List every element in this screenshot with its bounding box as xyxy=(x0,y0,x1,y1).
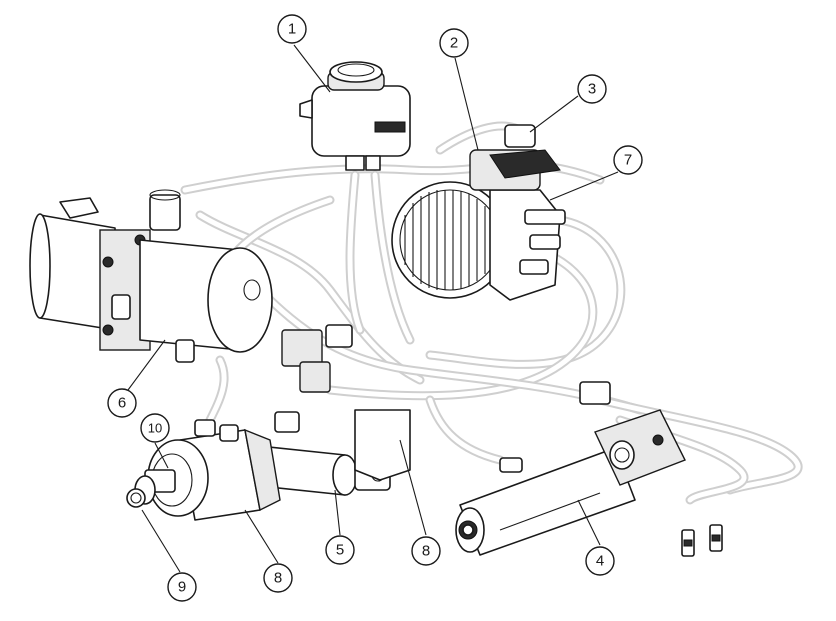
callout-9: 9 xyxy=(167,572,197,602)
callout-10-label: 10 xyxy=(148,421,162,436)
callout-3-label: 3 xyxy=(588,81,596,98)
callout-2-label: 2 xyxy=(450,35,458,52)
callout-6-label: 6 xyxy=(118,395,126,412)
callout-10: 10 xyxy=(140,413,170,443)
callout-1-label: 1 xyxy=(288,21,296,38)
electric-motor xyxy=(29,189,273,363)
leader-lines xyxy=(127,44,619,573)
callout-8-lower: 8 xyxy=(263,563,293,593)
callout-8-upper-label: 8 xyxy=(422,543,430,560)
hose-end-fittings xyxy=(499,381,723,557)
callout-3: 3 xyxy=(577,74,607,104)
callout-6: 6 xyxy=(107,388,137,418)
valve-manifold xyxy=(281,324,353,393)
callout-8-lower-label: 8 xyxy=(274,570,282,587)
callout-8-upper: 8 xyxy=(411,536,441,566)
reservoir xyxy=(299,61,411,171)
callout-5: 5 xyxy=(325,535,355,565)
callout-7: 7 xyxy=(613,145,643,175)
callout-7-label: 7 xyxy=(624,152,632,169)
splined-shaft xyxy=(126,488,146,508)
hose-network xyxy=(180,121,803,505)
callout-5-label: 5 xyxy=(336,542,344,559)
callout-1: 1 xyxy=(277,14,307,44)
large-cylinder xyxy=(455,409,686,556)
callout-4-label: 4 xyxy=(596,553,604,570)
cooling-grille xyxy=(404,190,494,290)
callout-9-label: 9 xyxy=(178,579,186,596)
callout-2: 2 xyxy=(439,28,469,58)
callout-4: 4 xyxy=(585,546,615,576)
pump-with-cooling-grille xyxy=(391,124,566,301)
